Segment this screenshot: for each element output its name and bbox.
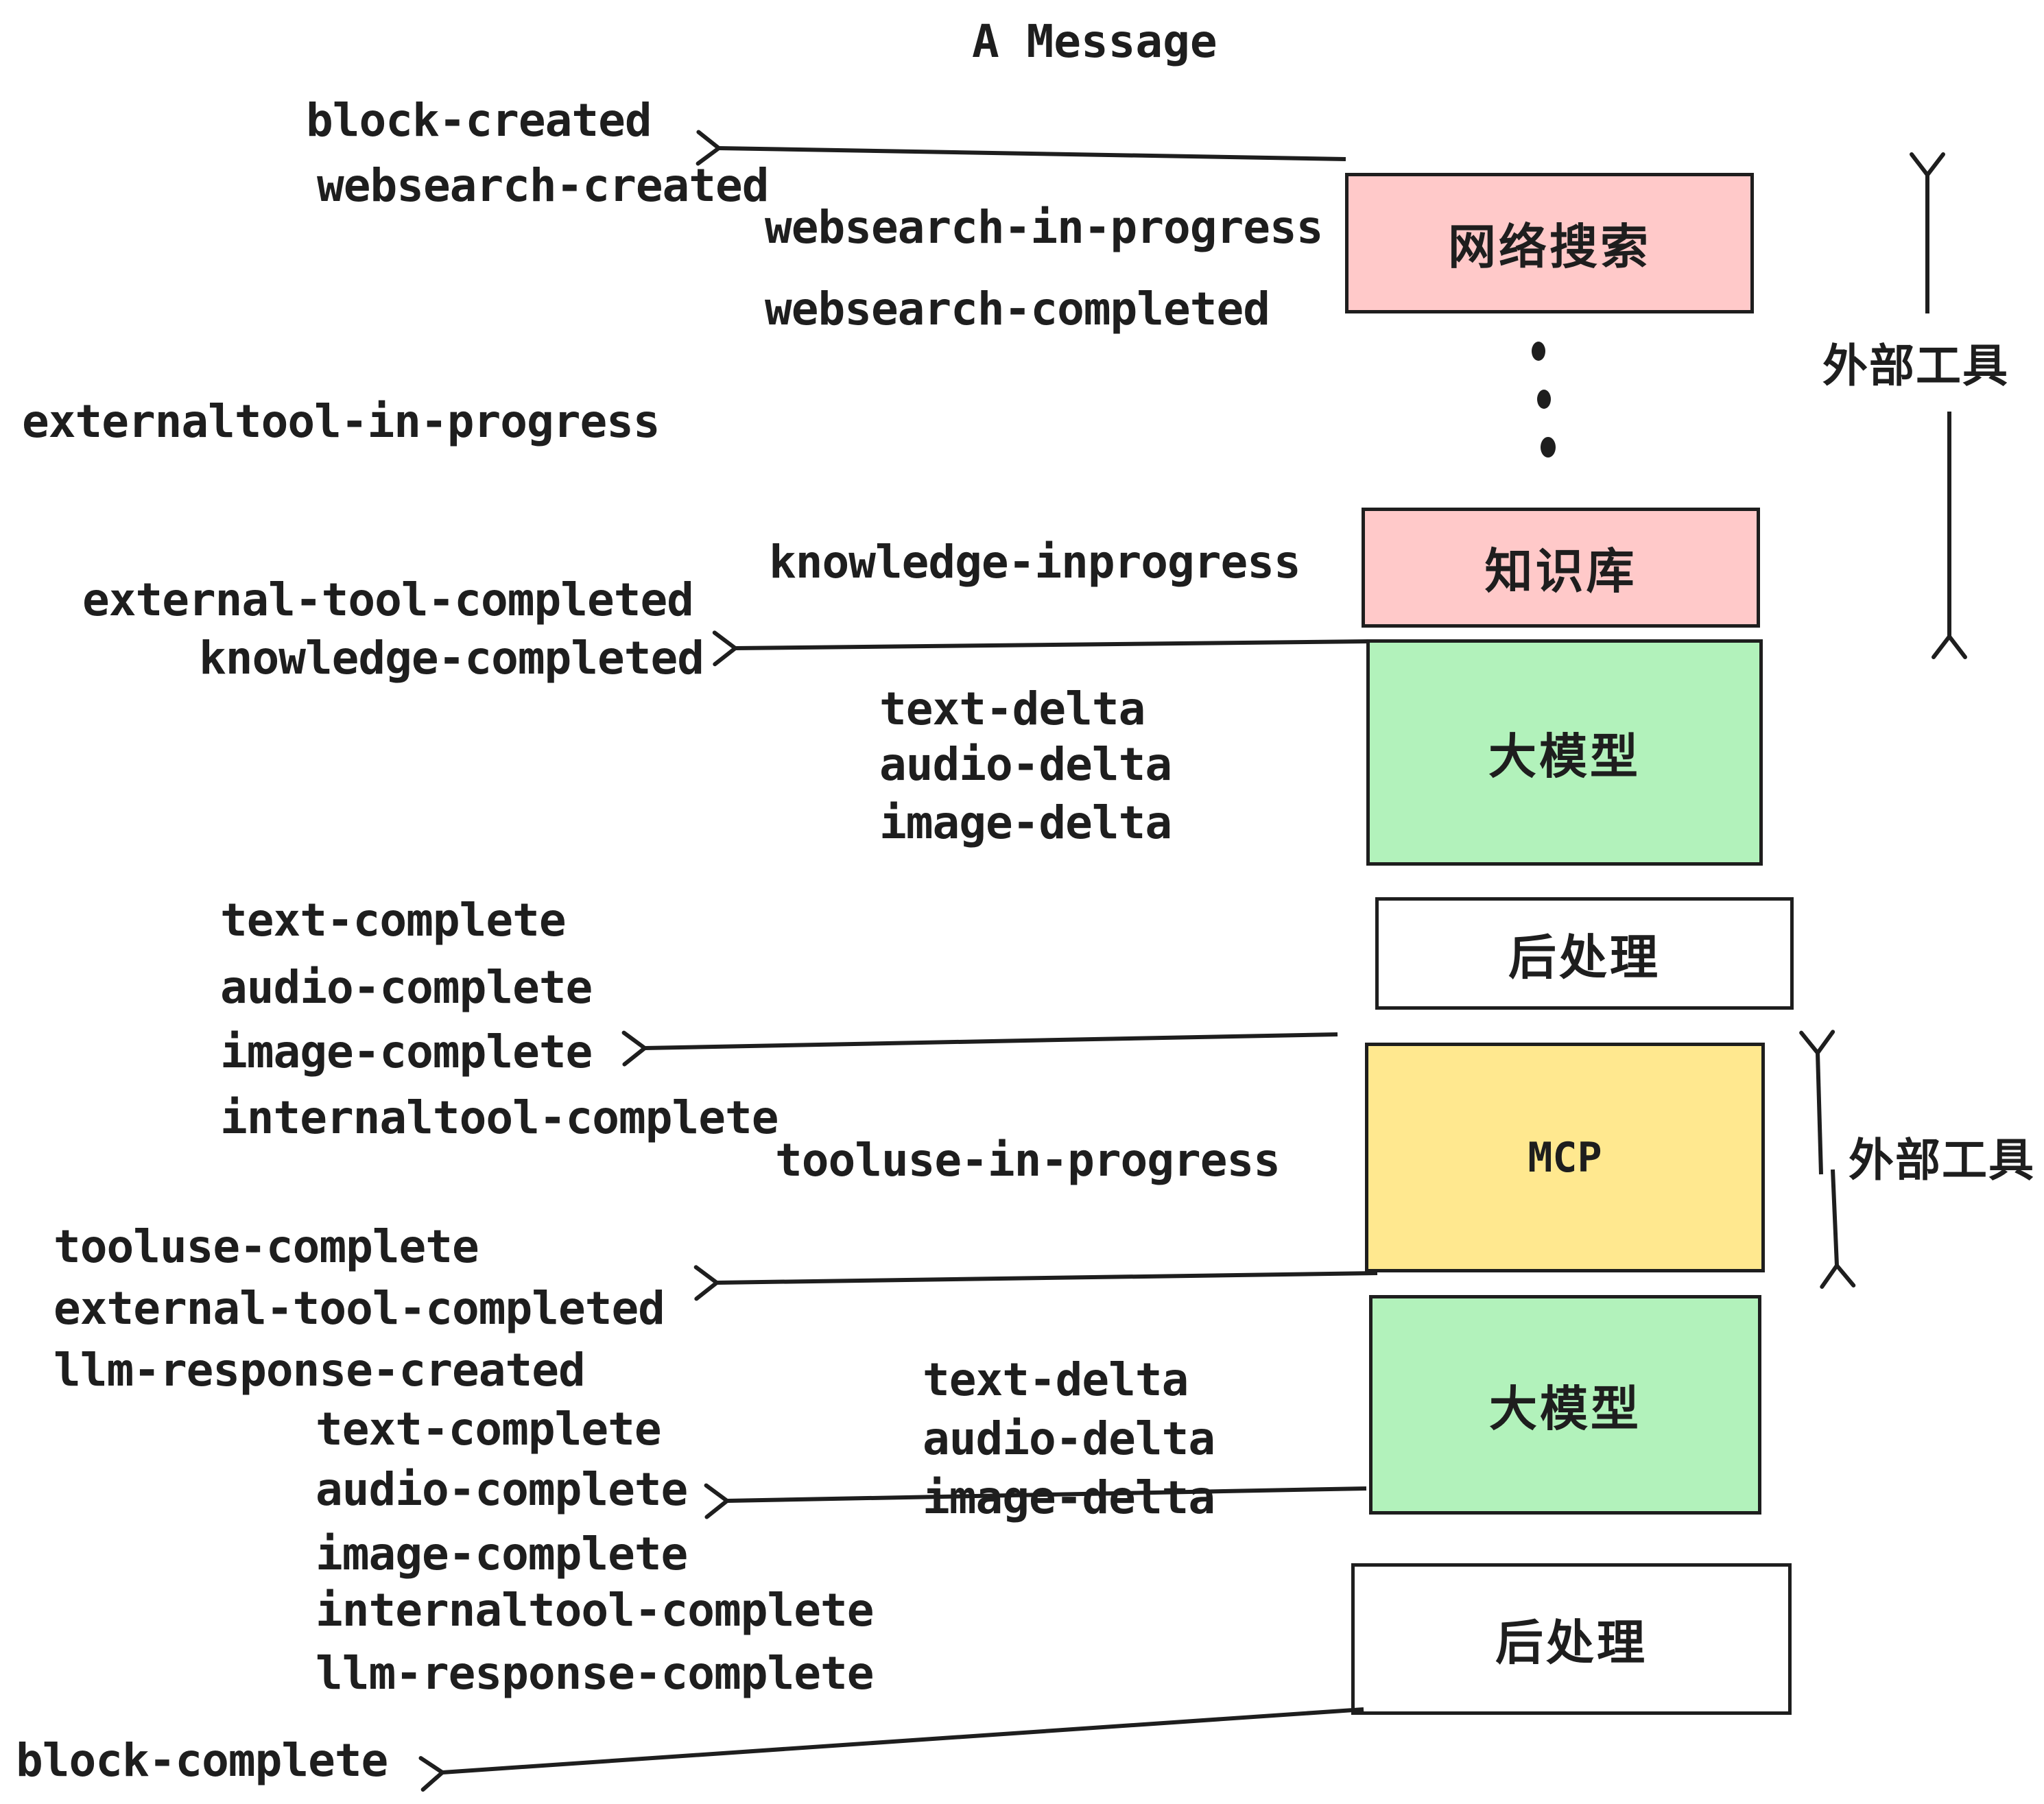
diagram-title: A Message	[972, 15, 1217, 68]
box-llm-2-label: 大模型	[1489, 1380, 1641, 1437]
box-websearch-label: 网络搜索	[1448, 219, 1651, 275]
event-audio-delta-2: audio-delta	[923, 1412, 1215, 1465]
event-image-delta-1: image-delta	[879, 796, 1172, 849]
event-image-complete-1: image-complete	[220, 1025, 593, 1078]
arrow-to-external-tool-completed	[693, 1265, 1378, 1301]
arrow-to-block-created	[696, 130, 1346, 166]
box-llm-1: 大模型	[1366, 639, 1763, 866]
ellipsis-dots	[1532, 342, 1556, 458]
event-internaltool-complete-1: internaltool-complete	[220, 1091, 779, 1144]
event-tooluse-complete: tooluse-complete	[54, 1220, 479, 1273]
event-block-created: block-created	[306, 94, 652, 147]
event-tooluse-in-progress: tooluse-in-progress	[775, 1134, 1281, 1187]
box-post-1: 后处理	[1375, 897, 1794, 1010]
event-externaltool-in-progress: externaltool-in-progress	[22, 395, 661, 448]
event-text-delta-1: text-delta	[879, 683, 1145, 735]
arrow-external-tools-mid-down	[1820, 1169, 1856, 1289]
event-audio-complete-1: audio-complete	[220, 961, 593, 1014]
box-post-2-label: 后处理	[1495, 1615, 1648, 1671]
box-post-1-label: 后处理	[1508, 929, 1661, 986]
arrow-to-image-complete	[621, 1030, 1338, 1067]
event-knowledge-inprogress: knowledge-inprogress	[769, 536, 1301, 589]
external-tools-label-mid: 外部工具	[1849, 1134, 2035, 1187]
external-tools-label-top: 外部工具	[1822, 340, 2009, 392]
arrow-to-block-complete	[418, 1707, 1364, 1792]
box-post-2: 后处理	[1351, 1563, 1792, 1715]
event-image-complete-2: image-complete	[316, 1528, 688, 1580]
box-llm-1-label: 大模型	[1488, 728, 1641, 785]
event-block-complete: block-complete	[16, 1734, 388, 1787]
event-text-complete-1: text-complete	[220, 894, 567, 947]
box-llm-2: 大模型	[1369, 1295, 1761, 1515]
event-text-complete-2: text-complete	[316, 1403, 662, 1456]
event-audio-delta-1: audio-delta	[879, 738, 1172, 791]
event-audio-complete-2: audio-complete	[316, 1463, 688, 1516]
event-websearch-in-progress: websearch-in-progress	[765, 201, 1323, 254]
event-llm-response-created: llm-response-created	[54, 1344, 586, 1397]
arrow-external-tools-mid-up	[1799, 1030, 1835, 1175]
event-external-tool-completed-1: external-tool-completed	[82, 573, 694, 626]
event-image-delta-2: image-delta	[923, 1471, 1215, 1524]
event-websearch-completed: websearch-completed	[765, 283, 1270, 335]
event-knowledge-completed: knowledge-completed	[199, 632, 704, 685]
event-llm-response-complete: llm-response-complete	[316, 1647, 874, 1700]
event-external-tool-completed-2: external-tool-completed	[54, 1282, 665, 1335]
box-knowledge-label: 知识库	[1484, 543, 1637, 600]
box-knowledge: 知识库	[1362, 508, 1760, 628]
box-mcp-label: MCP	[1528, 1133, 1602, 1182]
box-mcp: MCP	[1365, 1043, 1765, 1272]
arrow-to-knowledge-completed	[712, 630, 1369, 667]
event-text-delta-2: text-delta	[923, 1353, 1189, 1406]
event-websearch-created: websearch-created	[317, 159, 770, 212]
box-websearch: 网络搜索	[1345, 173, 1754, 313]
event-internaltool-complete-2: internaltool-complete	[316, 1584, 874, 1637]
